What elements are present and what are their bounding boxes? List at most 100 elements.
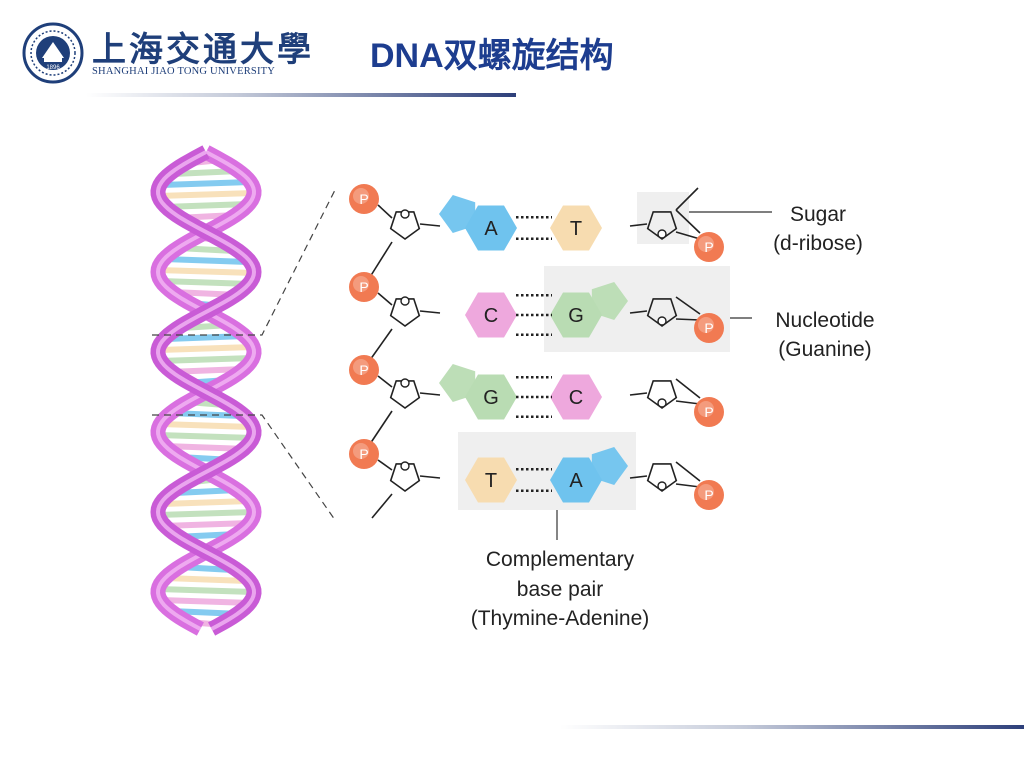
phosphate-group — [349, 184, 379, 214]
sugar-oxygen — [400, 461, 410, 471]
double-helix-illustration — [150, 145, 262, 636]
helix-base-rung — [158, 432, 254, 441]
phosphate-label: P — [704, 239, 713, 255]
helix-base-rung — [167, 333, 245, 342]
phosphate-shine — [353, 276, 369, 292]
glycosidic-bond-left — [419, 223, 441, 227]
base-A-pentagon — [591, 447, 628, 485]
nucleotide-sublabel: (Guanine) — [778, 338, 871, 361]
base-G-label: G — [568, 305, 584, 327]
sugar-oxygen — [400, 296, 410, 306]
right-phosphate-bond — [675, 318, 701, 321]
phosphate-group — [694, 397, 724, 427]
base-pair-label-line2: base pair — [517, 578, 603, 601]
left-phosphate-bond — [377, 204, 393, 219]
right-backbone-link — [675, 461, 701, 482]
footer-divider — [560, 725, 1024, 729]
sugar-oxygen — [657, 316, 667, 326]
base-A-ring — [465, 205, 517, 251]
seal-year: 1896 — [46, 65, 60, 71]
right-sugar-ring — [646, 211, 678, 240]
right-phosphate-bond — [675, 483, 701, 488]
zoom-guide-lines — [152, 189, 336, 521]
base-G-label: G — [483, 387, 499, 409]
phosphate-group — [694, 232, 724, 262]
sugar-oxygen — [657, 398, 667, 408]
sugar-oxygen — [657, 229, 667, 239]
sugar-phosphate-backbones: P P P P P P P P — [349, 184, 724, 519]
helix-base-rung — [158, 267, 254, 276]
base-A-ring — [550, 457, 602, 503]
helix-base-rung — [164, 256, 248, 265]
helix-base-rung — [164, 575, 248, 584]
base-A-label: A — [484, 218, 498, 240]
right-sugar-ring — [646, 463, 678, 492]
phosphate-group — [694, 313, 724, 343]
sugar-sublabel: (d-ribose) — [773, 232, 863, 255]
helix-base-rung — [157, 509, 255, 518]
base-C-ring — [550, 374, 602, 420]
helix-base-rung — [158, 344, 254, 353]
base-G-pentagon — [439, 364, 476, 402]
left-strand-tail — [371, 493, 393, 519]
base-G-ring — [550, 292, 602, 338]
base-T-ring — [465, 457, 517, 503]
glycosidic-bond-right — [629, 310, 648, 314]
phosphate-label: P — [359, 191, 368, 207]
phosphate-group — [694, 480, 724, 510]
right-phosphate-bond — [675, 400, 701, 405]
right-backbone-link — [675, 209, 701, 234]
helix-strand-2-highlight — [155, 150, 257, 631]
phosphate-shine — [698, 236, 714, 252]
phosphate-group — [349, 439, 379, 469]
glycosidic-bond-right — [629, 223, 648, 227]
glycosidic-bond-left — [419, 310, 441, 314]
phosphate-label: P — [704, 320, 713, 336]
base-G-pentagon — [591, 282, 628, 320]
helix-base-rung — [162, 498, 250, 507]
left-backbone-link — [369, 410, 393, 445]
helix-base-rung — [158, 586, 254, 595]
helix-base-rung — [157, 190, 255, 199]
phosphate-shine — [353, 359, 369, 375]
glycosidic-bond-right — [629, 392, 648, 396]
callout-labels: Sugar(d-ribose)Nucleotide(Guanine)Comple… — [471, 203, 875, 630]
helix-base-rung — [160, 278, 252, 287]
phosphate-shine — [698, 317, 714, 333]
helix-base-rung — [163, 201, 249, 210]
phosphate-label: P — [359, 362, 368, 378]
base-C-label: C — [569, 387, 583, 409]
phosphate-label: P — [359, 279, 368, 295]
header-divider — [86, 93, 516, 97]
slide-header: 1896 上海交通大學 SHANGHAI JIAO TONG UNIVERSIT… — [0, 0, 1024, 100]
base-pair-label-line3: (Thymine-Adenine) — [471, 607, 650, 630]
base-pair-label-line1: Complementary — [486, 548, 635, 571]
glycosidic-bond-right — [629, 475, 648, 479]
right-sugar-ring — [646, 298, 678, 327]
university-name-en: SHANGHAI JIAO TONG UNIVERSITY — [92, 66, 276, 77]
page-title: DNA双螺旋结构 — [370, 37, 614, 75]
glycosidic-bond-left — [419, 475, 441, 479]
base-A-pentagon — [439, 195, 476, 233]
base-G-ring — [465, 374, 517, 420]
base-T-label: T — [485, 470, 497, 492]
right-sugar-ring — [646, 380, 678, 409]
sugar-oxygen — [400, 378, 410, 388]
phosphate-label: P — [704, 404, 713, 420]
right-backbone-link — [675, 296, 701, 315]
helix-base-rung — [161, 179, 251, 188]
university-name-cn: 上海交通大學 — [92, 30, 314, 70]
helix-base-rung — [162, 520, 250, 529]
phosphate-label: P — [359, 446, 368, 462]
helix-base-rung — [160, 421, 252, 430]
phosphate-shine — [353, 443, 369, 459]
left-phosphate-bond — [377, 375, 393, 388]
sugar-oxygen — [400, 209, 410, 219]
base-A-label: A — [569, 470, 583, 492]
helix-base-rung — [160, 597, 252, 606]
helix-base-rung — [159, 355, 253, 364]
sugar-label: Sugar — [790, 203, 846, 226]
phosphate-label: P — [704, 487, 713, 503]
